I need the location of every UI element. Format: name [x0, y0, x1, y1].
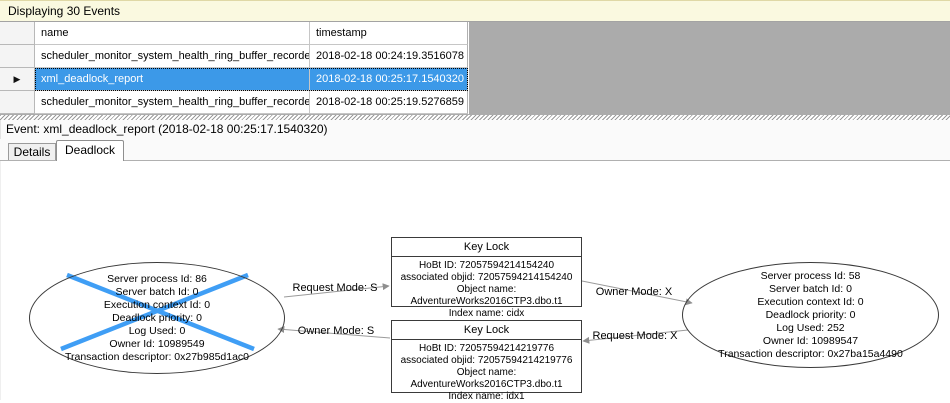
- process-line: Execution context Id: 0: [757, 295, 864, 308]
- row-selector[interactable]: [0, 91, 35, 114]
- process-line: Server batch Id: 0: [769, 282, 852, 295]
- horizontal-splitter[interactable]: [0, 115, 950, 120]
- table-row[interactable]: scheduler_monitor_system_health_ring_buf…: [0, 91, 469, 114]
- events-grid: name timestamp scheduler_monitor_system_…: [0, 22, 950, 115]
- lock-line: Object name: AdventureWorks2016CTP3.dbo.…: [410, 284, 563, 307]
- row-selector-current-icon[interactable]: ▶: [0, 68, 35, 91]
- event-summary-bar: Event: xml_deadlock_report (2018-02-18 0…: [0, 120, 950, 139]
- table-row[interactable]: scheduler_monitor_system_health_ring_buf…: [0, 45, 469, 68]
- cell-name[interactable]: scheduler_monitor_system_health_ring_buf…: [35, 45, 310, 68]
- events-count-bar: Displaying 30 Events: [0, 0, 950, 22]
- process-line: Server process Id: 58: [760, 269, 861, 282]
- process-line: Deadlock priority: 0: [765, 308, 856, 321]
- process-line: Log Used: 0: [128, 324, 186, 337]
- deadlock-graph-canvas: Request Mode: S Owner Mode: S Owner Mode…: [0, 161, 950, 402]
- column-header-name[interactable]: name: [35, 22, 310, 45]
- cell-name[interactable]: xml_deadlock_report: [35, 68, 310, 91]
- row-header-corner: [0, 22, 35, 45]
- edge-label-owner-s: Owner Mode: S: [298, 325, 374, 337]
- process-node[interactable]: Server process Id: 58 Server batch Id: 0…: [682, 262, 939, 368]
- edge-owner-s-arrow: [277, 326, 391, 339]
- cell-timestamp[interactable]: 2018-02-18 00:24:19.3516078: [310, 45, 468, 68]
- process-line: Server process Id: 86: [107, 272, 207, 285]
- lock-title: Key Lock: [392, 238, 581, 257]
- lock-title: Key Lock: [392, 321, 581, 340]
- process-line: Execution context Id: 0: [103, 298, 211, 311]
- lock-line: HoBt ID: 72057594214154240: [418, 260, 555, 271]
- key-lock-node-top[interactable]: Key Lock HoBt ID: 72057594214154240 asso…: [391, 237, 582, 319]
- lock-line: Index name: cidx: [448, 308, 525, 319]
- lock-line: associated objid: 72057594214154240: [400, 272, 573, 283]
- cell-timestamp[interactable]: 2018-02-18 00:25:17.1540320: [310, 68, 468, 91]
- edge-owner-x-arrow: [581, 280, 693, 306]
- edge-label-request-x: Request Mode: X: [593, 330, 679, 342]
- detail-tabstrip: Details Deadlock: [0, 139, 950, 161]
- cell-name[interactable]: scheduler_monitor_system_health_ring_buf…: [35, 91, 310, 114]
- edge-label-request-s: Request Mode: S: [293, 282, 378, 294]
- process-line: Log Used: 252: [776, 321, 845, 334]
- table-row-selected[interactable]: ▶ xml_deadlock_report 2018-02-18 00:25:1…: [0, 68, 469, 91]
- tab-deadlock[interactable]: Deadlock: [56, 140, 124, 161]
- process-line: Server batch Id: 0: [115, 285, 199, 298]
- lock-line: associated objid: 72057594214219776: [400, 355, 573, 366]
- process-line: Deadlock priority: 0: [112, 311, 202, 324]
- events-table: name timestamp scheduler_monitor_system_…: [0, 22, 469, 114]
- process-node-victim[interactable]: Server process Id: 86 Server batch Id: 0…: [29, 262, 285, 374]
- edge-request-x-arrow: [582, 329, 689, 344]
- event-summary-text: Event: xml_deadlock_report (2018-02-18 0…: [6, 122, 328, 136]
- lock-line: HoBt ID: 72057594214219776: [418, 343, 555, 354]
- process-line: Transaction descriptor: 0x27b985d1ac0: [64, 350, 250, 363]
- row-selector[interactable]: [0, 45, 35, 68]
- events-count-text: Displaying 30 Events: [8, 4, 121, 18]
- process-line: Transaction descriptor: 0x27ba15a4490: [718, 347, 903, 360]
- cell-timestamp[interactable]: 2018-02-18 00:25:19.5276859: [310, 91, 468, 114]
- lock-line: Index name: idx1: [448, 391, 525, 402]
- column-header-timestamp[interactable]: timestamp: [310, 22, 468, 45]
- edge-request-s-arrow: [283, 283, 390, 298]
- process-line: Owner Id: 10989549: [109, 337, 205, 350]
- process-line: Owner Id: 10989547: [762, 334, 859, 347]
- tab-details[interactable]: Details: [8, 143, 56, 161]
- table-header-row: name timestamp: [0, 22, 469, 45]
- edge-label-owner-x: Owner Mode: X: [596, 286, 673, 298]
- lock-line: Object name: AdventureWorks2016CTP3.dbo.…: [410, 367, 563, 390]
- key-lock-node-bottom[interactable]: Key Lock HoBt ID: 72057594214219776 asso…: [391, 320, 582, 402]
